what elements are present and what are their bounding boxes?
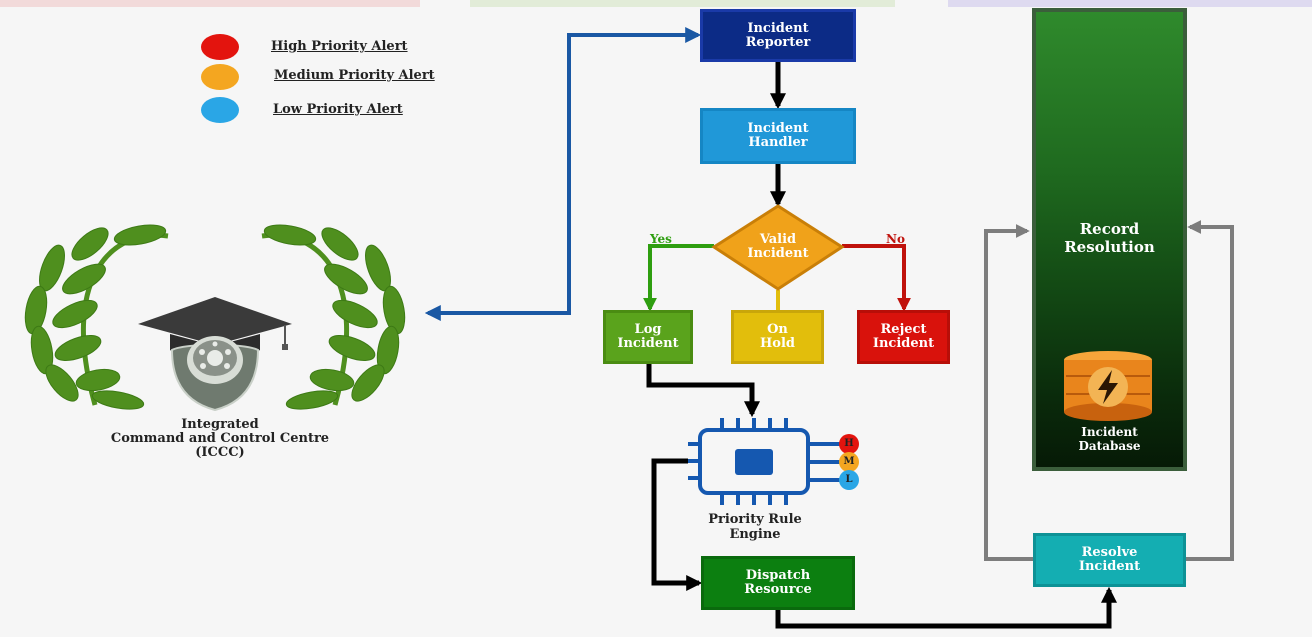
pin-m-label: M	[843, 456, 855, 467]
node-line2: Incident	[617, 336, 679, 351]
arrow-dispatch-resolve	[775, 586, 1118, 629]
pin-h-label: H	[844, 438, 854, 449]
node-line1: Incident	[747, 121, 809, 136]
engine-label-line2: Engine	[729, 527, 781, 542]
node-line2: Database	[1078, 439, 1141, 453]
pin-l-label: L	[845, 474, 853, 485]
iccc-title-line2: Command and Control Centre	[110, 431, 330, 446]
node-line2: Incident	[747, 246, 809, 261]
legend-low-label: Low Priority Alert	[273, 102, 403, 117]
pin-low-dot	[839, 470, 859, 490]
node-line2: Incident	[872, 336, 935, 351]
top-bar-segment	[0, 0, 420, 7]
yes-label: Yes	[650, 232, 672, 246]
node-line1: Log	[634, 322, 662, 337]
laurel-right-icon	[261, 224, 406, 410]
arrow-log-engine	[646, 364, 761, 418]
node-line1: Resolve	[1081, 545, 1138, 560]
node-line2: Incident	[1078, 559, 1141, 574]
reporter-iccc-link	[424, 27, 702, 321]
node-line1: Reject	[880, 322, 927, 337]
medium-priority-dot	[201, 64, 239, 90]
node-line1: Record	[1079, 220, 1140, 238]
node-line1: Dispatch	[745, 568, 811, 583]
top-bar-segment	[948, 0, 1312, 7]
node-line2: Reporter	[745, 34, 811, 50]
low-priority-dot	[201, 97, 239, 123]
arrow-resolve-record-right	[1186, 220, 1234, 561]
node-line1: On	[767, 322, 788, 337]
arrow-no-reject	[842, 244, 911, 312]
node-line2: Resource	[744, 582, 812, 597]
arrow-engine-dispatch	[651, 458, 703, 592]
laurel-left-icon	[24, 224, 169, 410]
legend-medium-label: Medium Priority Alert	[274, 68, 435, 83]
node-line2: Hold	[760, 336, 795, 351]
node-line1: Incident	[747, 20, 809, 36]
camera-shield-icon	[170, 336, 260, 412]
node-line2: Handler	[748, 135, 808, 150]
legend-high-label: High Priority Alert	[271, 39, 408, 54]
node-line2: Resolution	[1064, 238, 1155, 256]
node-line1: Valid	[759, 232, 797, 247]
pin-medium-dot	[839, 452, 859, 472]
arrow-resolve-record-left	[984, 224, 1033, 561]
engine-label-line1: Priority Rule	[708, 512, 802, 527]
iccc-title-line3: (ICCC)	[195, 445, 245, 460]
top-bar-segment	[470, 0, 895, 7]
high-priority-dot	[201, 34, 239, 60]
no-label: No	[886, 232, 905, 246]
iccc-title-line1: Integrated	[181, 417, 259, 432]
pin-high-dot	[839, 434, 859, 454]
arrow-yes-log	[643, 244, 714, 312]
node-line1: Incident	[1081, 425, 1138, 439]
